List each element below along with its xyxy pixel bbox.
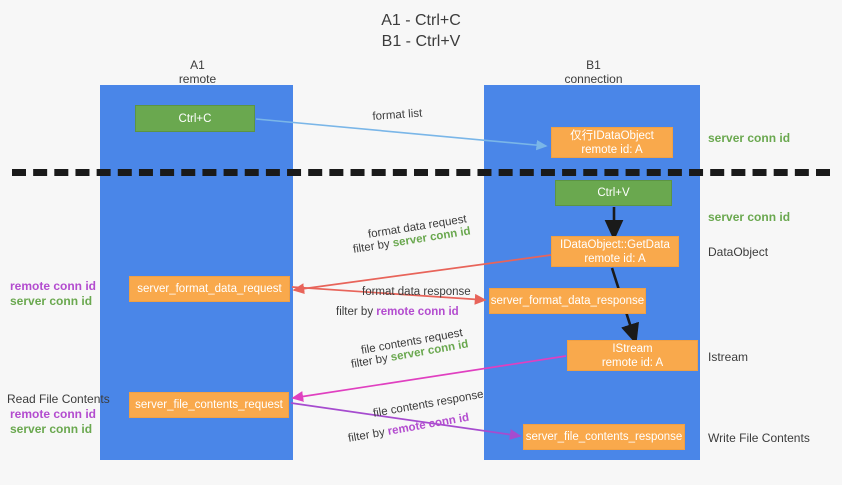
box-idataobject-getdata[interactable]: IDataObject::GetData remote id: A: [551, 236, 679, 267]
edge-label-format-data-response-filter: filter by remote conn id: [336, 305, 459, 320]
box-server-file-contents-response[interactable]: server_file_contents_response: [523, 424, 685, 450]
box-server-format-data-response[interactable]: server_format_data_response: [489, 288, 646, 314]
box-getdata-line1: IDataObject::GetData: [560, 238, 670, 251]
left-note-server-conn-id: server conn id: [10, 294, 93, 308]
box-server-format-data-request[interactable]: server_format_data_request: [129, 276, 290, 302]
box-idataobject-line1: 仅行IDataObject: [570, 129, 654, 142]
box-idataobject-line2: remote id: A: [581, 143, 643, 156]
edge-label-format-data-response-text: format data response: [362, 286, 471, 298]
column-header-a1: A1 remote: [140, 58, 255, 86]
left-note-conn-ids-format: remote conn id server conn id: [10, 279, 96, 309]
column-a1-sub: remote: [178, 72, 217, 86]
left-note-read-file-contents: Read File Contents remote conn id server…: [7, 392, 110, 437]
left-note-remote-conn-id: remote conn id: [10, 407, 97, 421]
box-format-data-response-label: server_format_data_response: [490, 295, 645, 307]
column-b1-sub: connection: [564, 72, 623, 86]
side-label-server-conn-id-top: server conn id: [708, 131, 791, 145]
box-format-data-request-label: server_format_data_request: [137, 283, 282, 295]
left-note-heading-read-file-contents: Read File Contents: [7, 392, 110, 406]
box-istream-line2: remote id: A: [601, 356, 664, 369]
side-label-write-file-contents: Write File Contents: [708, 431, 810, 445]
box-ctrl-v-label: Ctrl+V: [597, 187, 630, 199]
box-ctrl-c-label: Ctrl+C: [178, 112, 212, 125]
box-istream-line1: IStream: [612, 342, 653, 355]
edge-label-format-list-text: format list: [372, 107, 423, 123]
box-file-contents-request-label: server_file_contents_request: [135, 399, 283, 411]
box-idataobject[interactable]: 仅行IDataObject remote id: A: [551, 127, 673, 158]
filter-value-remote-conn-id: remote conn id: [376, 306, 459, 318]
arrow-format-list: [255, 118, 548, 151]
column-a1-name: A1: [190, 58, 205, 72]
title-line-1: A1 - Ctrl+C: [381, 12, 461, 29]
arrow-file-contents-response: [290, 402, 522, 440]
edge-label-format-data-response: format data response: [362, 285, 471, 300]
phase-separator: [12, 169, 830, 176]
arrow-format-data-response: [291, 286, 487, 305]
arrow-file-contents-request: [291, 355, 567, 402]
arrow-format-data-request: [292, 254, 552, 295]
left-note-remote-conn-id: remote conn id: [10, 279, 97, 293]
column-b1-name: B1: [586, 58, 601, 72]
column-header-b1: B1 connection: [536, 58, 651, 86]
title-line-2: B1 - Ctrl+V: [381, 33, 461, 50]
box-ctrl-c[interactable]: Ctrl+C: [135, 105, 255, 132]
diagram-title: A1 - Ctrl+C B1 - Ctrl+V: [0, 10, 842, 52]
side-label-dataobject: DataObject: [708, 245, 769, 259]
box-getdata-line2: remote id: A: [584, 252, 646, 265]
box-file-contents-response-label: server_file_contents_response: [525, 431, 683, 443]
box-server-file-contents-request[interactable]: server_file_contents_request: [129, 392, 289, 418]
side-label-istream: Istream: [708, 350, 749, 364]
box-ctrl-v[interactable]: Ctrl+V: [555, 180, 672, 206]
left-note-server-conn-id: server conn id: [10, 422, 93, 436]
filter-prefix: filter by: [336, 306, 377, 318]
box-istream[interactable]: IStream remote id: A: [567, 340, 698, 371]
side-label-server-conn-id-mid: server conn id: [708, 210, 791, 224]
